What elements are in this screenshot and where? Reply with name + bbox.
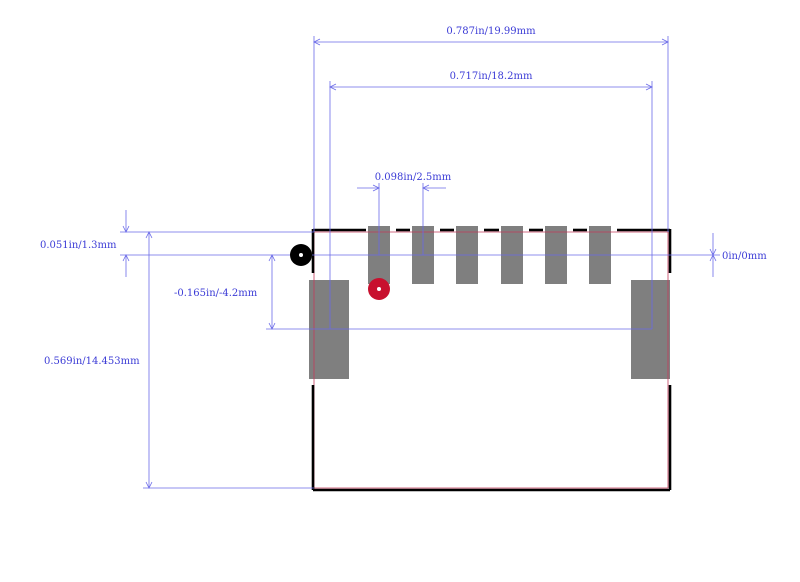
dimension-label-pin-pitch: 0.098in/2.5mm (375, 172, 452, 183)
mounting-pad-left (309, 280, 349, 379)
pin1-marker (368, 278, 390, 300)
origin-marker (290, 244, 312, 266)
courtyard-outline (313, 231, 669, 489)
dimension-origin: 0in/0mm (709, 233, 767, 277)
dimension-label-pin-row-offset: 0.051in/1.3mm (40, 240, 117, 251)
dimension-pin-row-offset: 0.051in/1.3mm (40, 210, 314, 277)
mounting-pads (309, 280, 670, 379)
dimension-pin-pitch: 0.098in/2.5mm (357, 172, 452, 255)
dimension-overall-width: 0.787in/19.99mm (313, 26, 669, 232)
dimension-label-origin: 0in/0mm (722, 251, 767, 262)
dimension-outer-pad-span: 0.717in/18.2mm (329, 71, 653, 329)
silkscreen-outline (311, 228, 672, 492)
dimension-label-overall-height: 0.569in/14.453mm (44, 356, 140, 367)
dimension-label-side-pad-offset: -0.165in/-4.2mm (174, 288, 258, 299)
dimension-label-outer-pad-span: 0.717in/18.2mm (450, 71, 533, 82)
dimension-side-pad-offset: -0.165in/-4.2mm (174, 254, 652, 330)
dimension-overall-height: 0.569in/14.453mm (44, 231, 314, 489)
mounting-pad-right (631, 280, 670, 379)
dimension-label-overall-width: 0.787in/19.99mm (446, 26, 536, 37)
